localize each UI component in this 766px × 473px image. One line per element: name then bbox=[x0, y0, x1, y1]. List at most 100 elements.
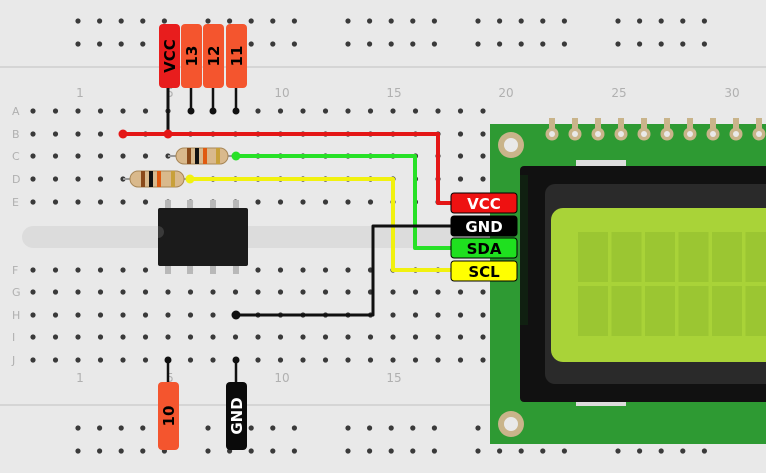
breadboard-hole bbox=[390, 312, 396, 318]
rail-hole bbox=[680, 41, 686, 47]
breadboard-hole bbox=[52, 153, 59, 159]
breadboard-hole bbox=[480, 312, 486, 318]
breadboard-hole bbox=[412, 108, 419, 114]
breadboard-hole bbox=[390, 334, 396, 340]
breadboard-hole bbox=[52, 176, 59, 182]
rail-hole bbox=[518, 18, 524, 24]
lcd-header-hole-inner bbox=[687, 131, 693, 137]
ic-pin bbox=[187, 200, 193, 209]
header-pin-12 bbox=[203, 24, 224, 88]
rail-hole bbox=[75, 41, 81, 47]
ic-pin bbox=[210, 200, 216, 209]
breadboard-hole bbox=[255, 199, 261, 205]
rail-hole bbox=[410, 425, 416, 431]
breadboard-hole bbox=[75, 176, 81, 182]
breadboard-hole bbox=[30, 334, 36, 340]
rail-hole bbox=[118, 425, 124, 431]
rail-hole bbox=[561, 448, 568, 454]
rail-hole bbox=[518, 41, 524, 47]
lcd-pin-scl bbox=[450, 260, 518, 282]
rail-hole bbox=[291, 448, 297, 454]
lcd-header-hole-inner bbox=[641, 131, 647, 137]
lcd-header-lead bbox=[664, 118, 670, 130]
breadboard-hole bbox=[52, 108, 59, 114]
breadboard-hole bbox=[457, 357, 464, 363]
column-label-top: 10 bbox=[274, 86, 289, 100]
lcd-header-lead bbox=[549, 118, 555, 130]
bezel-tab-bottom bbox=[576, 400, 626, 406]
lcd-header-hole-inner bbox=[733, 131, 739, 137]
rail-hole bbox=[658, 448, 664, 454]
breadboard-hole bbox=[300, 267, 306, 273]
rail-hole bbox=[205, 448, 211, 454]
lcd-character-cell bbox=[712, 232, 742, 282]
rail-hole bbox=[497, 18, 503, 24]
rail-hole bbox=[431, 448, 437, 454]
rail-hole bbox=[388, 41, 394, 47]
rail-hole bbox=[497, 448, 503, 454]
breadboard-hole bbox=[187, 357, 194, 363]
rail-hole bbox=[410, 448, 416, 454]
ic-body bbox=[158, 208, 248, 266]
rail-hole bbox=[75, 448, 81, 454]
lcd-character-cell bbox=[745, 286, 766, 336]
breadboard-hole bbox=[142, 312, 149, 318]
lcd-header-hole-inner bbox=[549, 131, 555, 137]
breadboard-hole bbox=[52, 267, 59, 273]
breadboard-hole bbox=[345, 289, 351, 295]
breadboard-hole bbox=[300, 199, 306, 205]
rail-hole bbox=[75, 425, 81, 431]
rail-hole bbox=[637, 448, 643, 454]
lcd-header-lead bbox=[641, 118, 647, 130]
lcd-pin-sda bbox=[450, 237, 518, 259]
rail-hole bbox=[140, 425, 146, 431]
rail-hole bbox=[345, 41, 351, 47]
rail-hole bbox=[388, 448, 394, 454]
column-label-top: 5 bbox=[166, 86, 174, 100]
breadboard-hole bbox=[120, 199, 126, 205]
rail-hole bbox=[680, 448, 686, 454]
breadboard-hole bbox=[52, 312, 59, 318]
breadboard-hole bbox=[142, 153, 149, 159]
rail-hole bbox=[270, 425, 276, 431]
breadboard-hole bbox=[435, 289, 441, 295]
breadboard-hole bbox=[187, 334, 194, 340]
breadboard-hole bbox=[165, 289, 171, 295]
header-pin-11-label: 11 bbox=[228, 46, 246, 67]
breadboard-hole bbox=[480, 334, 486, 340]
breadboard-hole bbox=[480, 357, 486, 363]
lcd-header-lead bbox=[595, 118, 601, 130]
rail-hole bbox=[118, 18, 124, 24]
breadboard-hole bbox=[322, 108, 329, 114]
rail-hole bbox=[680, 18, 686, 24]
breadboard-hole bbox=[210, 312, 216, 318]
breadboard-hole bbox=[300, 334, 306, 340]
column-label-top: 20 bbox=[498, 86, 513, 100]
breadboard-hole bbox=[97, 108, 104, 114]
lcd-header-hole-inner bbox=[595, 131, 601, 137]
breadboard-hole bbox=[457, 153, 464, 159]
breadboard-hole bbox=[457, 312, 464, 318]
breadboard-hole bbox=[277, 267, 284, 273]
breadboard-hole bbox=[232, 334, 239, 340]
rail-hole bbox=[388, 18, 394, 24]
breadboard-hole bbox=[52, 289, 59, 295]
breadboard-hole bbox=[480, 108, 486, 114]
breadboard-hole bbox=[75, 267, 81, 273]
breadboard-hole bbox=[232, 289, 239, 295]
lcd-header-hole-inner bbox=[710, 131, 716, 137]
breadboard-hole bbox=[75, 357, 81, 363]
row-label: D bbox=[12, 173, 20, 186]
lcd-header-lead bbox=[618, 118, 624, 130]
rail-hole bbox=[658, 41, 664, 47]
breadboard-hole bbox=[30, 312, 36, 318]
row-label: F bbox=[12, 264, 18, 277]
top-header-pins: VCC 13 12 11 bbox=[159, 24, 247, 115]
breadboard-hole bbox=[97, 131, 104, 137]
breadboard-hole bbox=[300, 289, 306, 295]
header-pin-10-label: 10 bbox=[160, 406, 178, 427]
rail-hole bbox=[97, 448, 103, 454]
breadboard-hole bbox=[255, 267, 261, 273]
